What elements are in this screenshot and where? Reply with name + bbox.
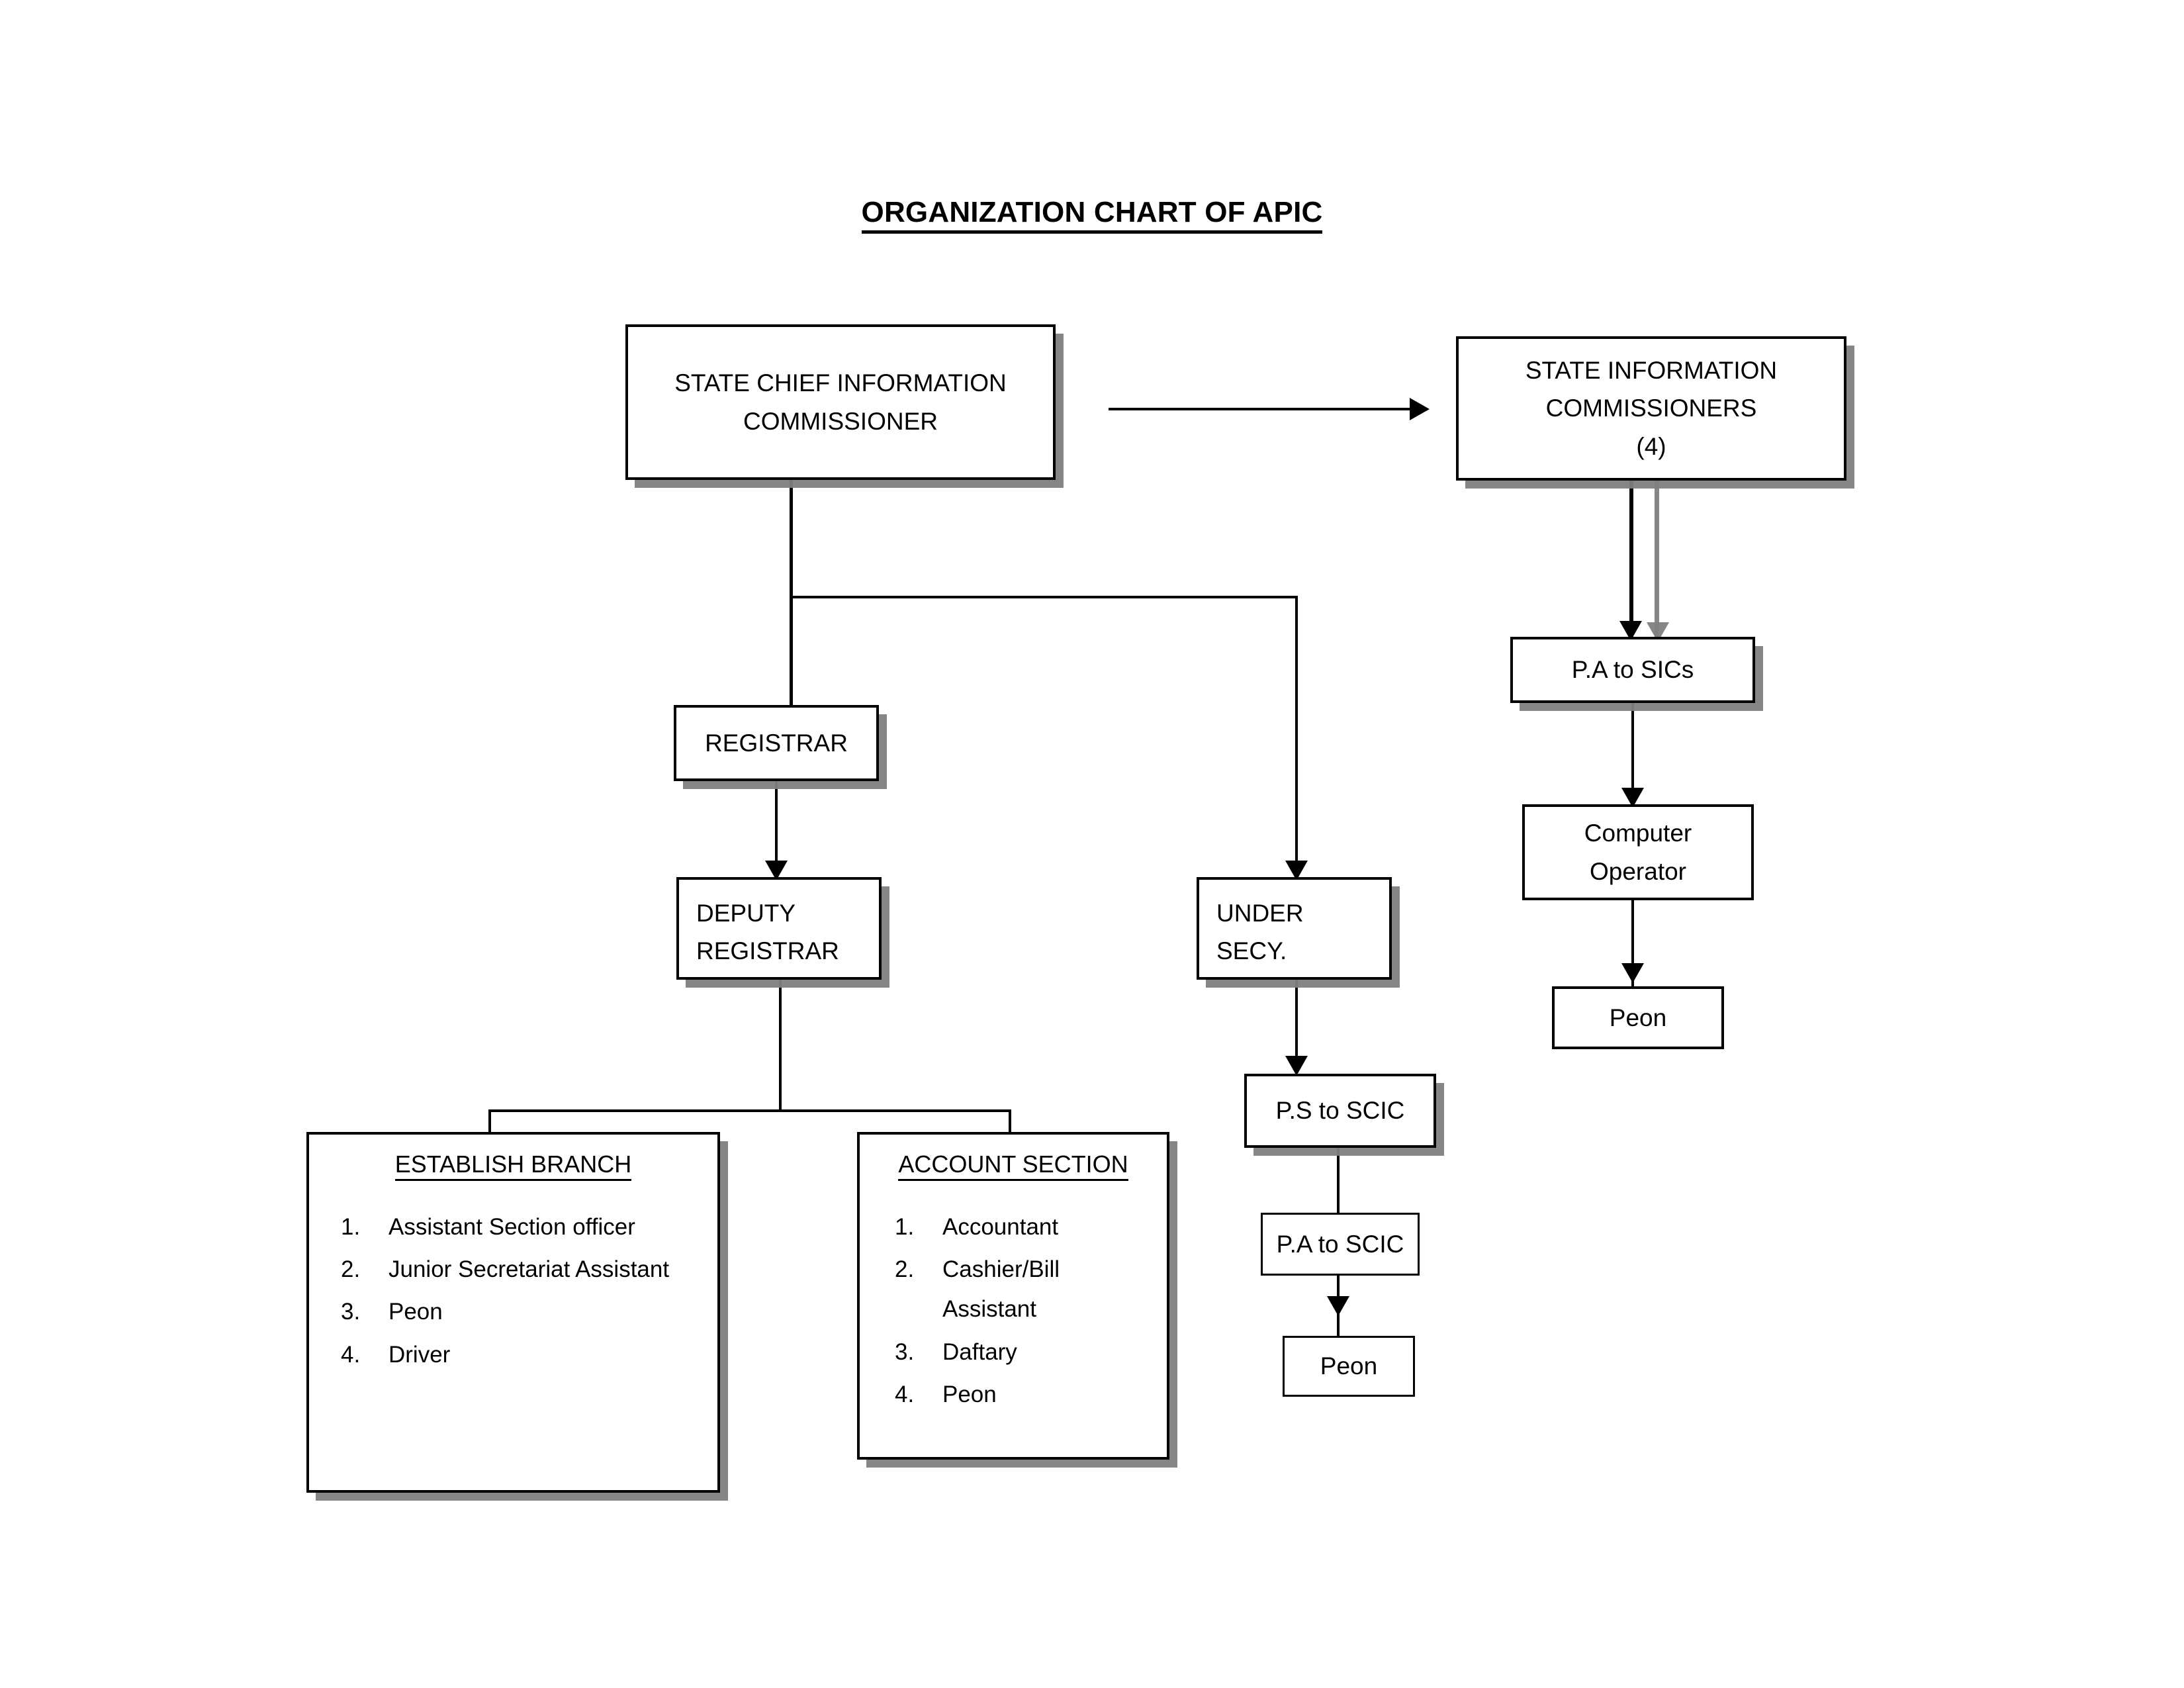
edge-computer-operator-to-peon <box>1631 900 1634 993</box>
node-registrar[interactable]: REGISTRAR <box>674 705 879 781</box>
edge-sics-to-pa-to-sics <box>1629 481 1633 643</box>
node-label: STATE CHIEF INFORMATION COMMISSIONER <box>674 369 1007 435</box>
edge-scic-to-sics <box>1109 408 1413 410</box>
node-establish-branch[interactable]: ESTABLISH BRANCH Assistant Section offic… <box>306 1132 720 1493</box>
node-account-section[interactable]: ACCOUNT SECTION Accountant Cashier/Bill … <box>857 1132 1169 1460</box>
edge-deputy-registrar-trunk <box>779 980 782 1112</box>
list-item: Junior Secretariat Assistant <box>341 1250 670 1289</box>
node-deputy-registrar[interactable]: DEPUTY REGISTRAR <box>676 877 882 980</box>
node-label: STATE INFORMATION COMMISSIONERS (4) <box>1525 356 1778 460</box>
edge-registrar-to-deputy-registrar <box>775 781 778 874</box>
node-computer-operator[interactable]: Computer Operator <box>1522 804 1754 900</box>
page-title: ORGANIZATION CHART OF APIC <box>0 196 2184 234</box>
page-title-text: ORGANIZATION CHART OF APIC <box>861 196 1323 234</box>
establish-branch-heading: ESTABLISH BRANCH <box>309 1150 717 1181</box>
edge-sics-to-pa-shadow <box>1655 481 1659 643</box>
list-item: Assistant Section officer <box>341 1207 635 1247</box>
node-peon-middle[interactable]: Peon <box>1283 1336 1415 1397</box>
node-label: P.A to SICs <box>1571 656 1694 684</box>
list-item: Daftary <box>895 1333 1017 1372</box>
edge-pa-sics-to-computer-operator <box>1631 703 1634 816</box>
account-section-list: Accountant Cashier/Bill Assistant Daftar… <box>860 1207 1167 1415</box>
edge-scic-to-under-secy-horizontal <box>790 596 1298 598</box>
node-label: DEPUTY REGISTRAR <box>696 900 839 965</box>
edge-deputy-registrar-split <box>488 1109 1011 1112</box>
node-label: Peon <box>1609 1004 1667 1031</box>
arrow-down-icon <box>1285 1056 1308 1076</box>
list-item: Cashier/Bill Assistant <box>895 1250 1060 1323</box>
arrow-right-icon <box>1410 398 1430 420</box>
account-section-heading: ACCOUNT SECTION <box>860 1150 1167 1181</box>
node-ps-to-scic[interactable]: P.S to SCIC <box>1244 1074 1436 1148</box>
node-state-chief-information-commissioner[interactable]: STATE CHIEF INFORMATION COMMISSIONER <box>625 324 1056 480</box>
node-label: Computer Operator <box>1584 820 1692 885</box>
edge-ps-to-pa-scic <box>1337 1148 1340 1231</box>
arrow-down-icon <box>1621 963 1644 983</box>
edge-scic-trunk <box>790 480 793 705</box>
edge-under-secy-to-ps-to-scic <box>1295 980 1298 1069</box>
node-label: UNDER SECY. <box>1216 900 1304 965</box>
list-item: Peon <box>895 1375 997 1415</box>
node-peon-right[interactable]: Peon <box>1552 986 1724 1049</box>
node-pa-to-scic[interactable]: P.A to SCIC <box>1261 1213 1420 1276</box>
node-pa-to-sics[interactable]: P.A to SICs <box>1510 637 1755 703</box>
node-label: P.A to SCIC <box>1276 1230 1404 1258</box>
list-item: Driver <box>341 1335 451 1375</box>
node-under-secy[interactable]: UNDER SECY. <box>1197 877 1392 980</box>
edge-scic-to-under-secy-vertical <box>1295 596 1298 872</box>
node-label: REGISTRAR <box>705 729 848 757</box>
node-label: Peon <box>1320 1352 1378 1380</box>
node-label: P.S to SCIC <box>1275 1097 1405 1125</box>
list-item: Peon <box>341 1292 443 1332</box>
arrow-down-icon <box>1327 1296 1349 1316</box>
list-item: Accountant <box>895 1207 1059 1247</box>
node-state-information-commissioners[interactable]: STATE INFORMATION COMMISSIONERS (4) <box>1456 336 1846 481</box>
establish-branch-list: Assistant Section officer Junior Secreta… <box>309 1207 717 1375</box>
